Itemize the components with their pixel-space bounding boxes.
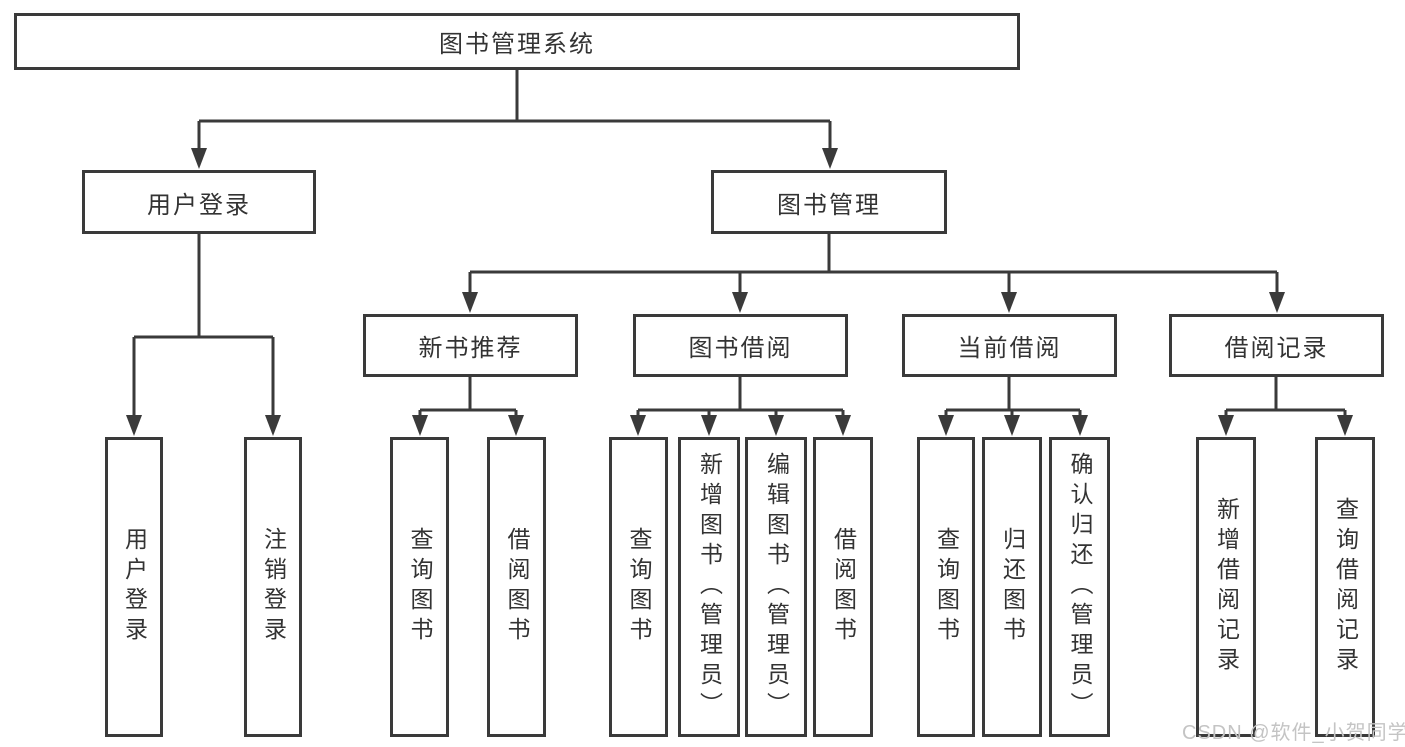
leaf-query-borrow-record: 查询借阅记录: [1315, 437, 1375, 737]
leaf-borrow-books-label: 借阅图书: [830, 527, 857, 647]
watermark: CSDN @软件_小贺同学: [1182, 722, 1405, 744]
leaf-edit-books-admin-label: 编辑图书（管理员）: [763, 452, 790, 722]
leaf-borrow-query-books: 查询图书: [609, 437, 668, 737]
node-book-borrow: 图书借阅: [633, 314, 848, 377]
leaf-recommend-query-books-label: 查询图书: [407, 527, 433, 647]
leaf-borrow-books: 借阅图书: [813, 437, 873, 737]
node-library-system-label: 图书管理系统: [439, 31, 595, 58]
arrowheads: [126, 148, 1353, 436]
leaf-recommend-borrow-books-label: 借阅图书: [504, 527, 530, 647]
leaf-current-query-books-label: 查询图书: [933, 527, 960, 647]
node-current-borrow: 当前借阅: [902, 314, 1117, 377]
leaf-edit-books-admin: 编辑图书（管理员）: [745, 437, 807, 737]
leaf-recommend-borrow-books: 借阅图书: [487, 437, 546, 737]
node-book-management-label: 图书管理: [777, 191, 881, 219]
leaf-confirm-return-admin-label: 确认归还（管理员）: [1067, 452, 1093, 722]
leaf-add-borrow-record-label: 新增借阅记录: [1213, 497, 1240, 677]
leaf-user-login-label: 用户登录: [121, 527, 148, 647]
node-new-book-recommend: 新书推荐: [363, 314, 578, 377]
leaf-return-books-label: 归还图书: [999, 527, 1026, 647]
node-new-book-recommend-label: 新书推荐: [418, 335, 523, 362]
leaf-current-query-books: 查询图书: [917, 437, 975, 737]
node-book-borrow-label: 图书借阅: [688, 335, 793, 362]
leaf-add-books-admin: 新增图书（管理员）: [678, 437, 740, 737]
leaf-add-books-admin-label: 新增图书（管理员）: [696, 452, 723, 722]
node-borrow-records-label: 借阅记录: [1224, 335, 1329, 362]
leaf-confirm-return-admin: 确认归还（管理员）: [1049, 437, 1110, 737]
node-user-login: 用户登录: [82, 170, 316, 234]
leaf-query-borrow-record-label: 查询借阅记录: [1332, 497, 1359, 677]
leaf-recommend-query-books: 查询图书: [390, 437, 449, 737]
node-library-system: 图书管理系统: [14, 13, 1020, 70]
leaf-add-borrow-record: 新增借阅记录: [1196, 437, 1256, 737]
leaf-return-books: 归还图书: [982, 437, 1042, 737]
node-borrow-records: 借阅记录: [1169, 314, 1384, 377]
leaf-user-login: 用户登录: [105, 437, 163, 737]
node-user-login-label: 用户登录: [147, 191, 251, 219]
node-current-borrow-label: 当前借阅: [957, 335, 1062, 362]
leaf-borrow-query-books-label: 查询图书: [626, 527, 652, 647]
node-book-management: 图书管理: [711, 170, 947, 234]
leaf-logout-label: 注销登录: [260, 527, 287, 647]
leaf-logout: 注销登录: [244, 437, 302, 737]
